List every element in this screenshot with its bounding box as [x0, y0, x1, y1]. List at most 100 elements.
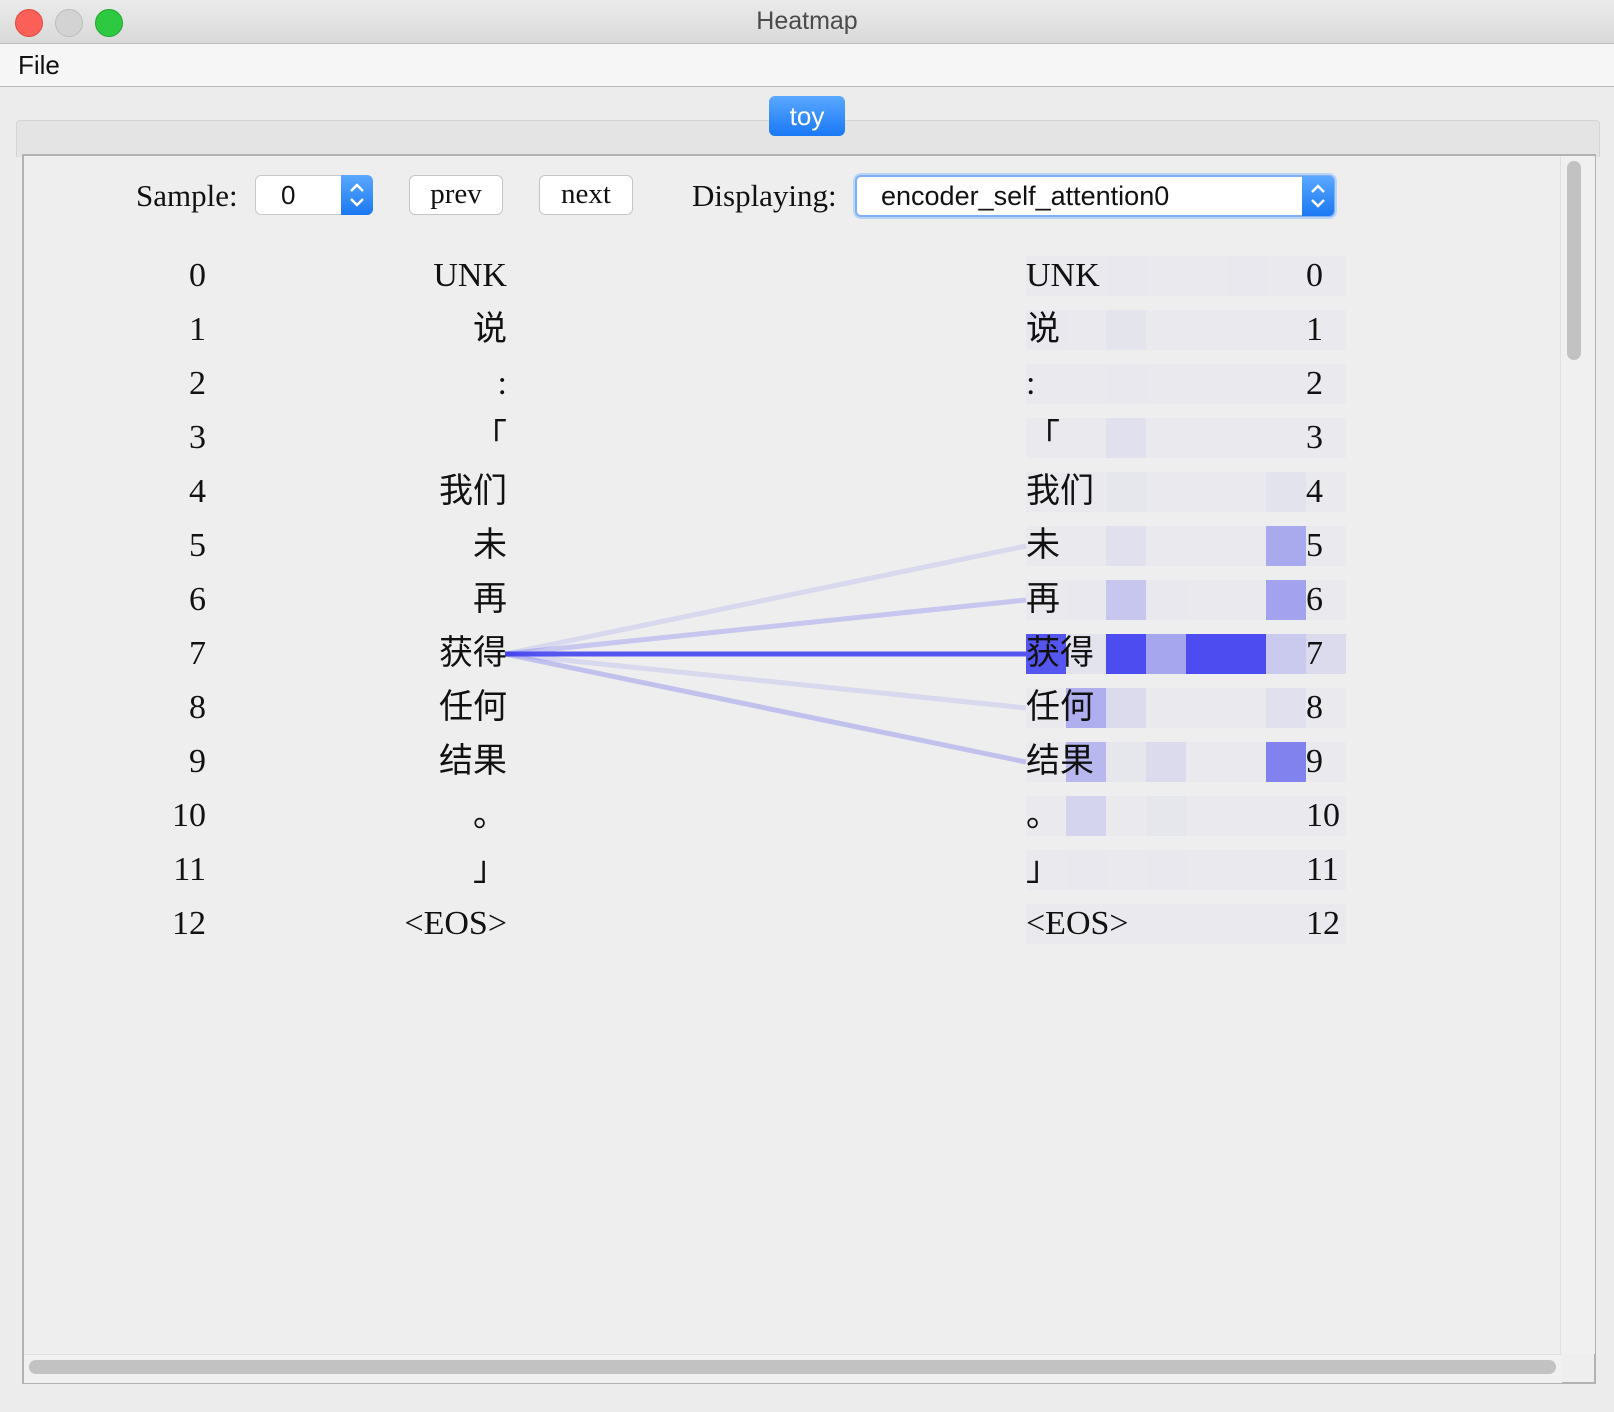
close-window-button[interactable]: [15, 9, 43, 37]
right-index: 8: [1306, 689, 1323, 726]
heatmap-cell: [1106, 688, 1146, 728]
attention-line: [504, 597, 1027, 657]
left-index: 11: [173, 851, 206, 888]
left-index: 9: [189, 743, 206, 780]
right-token: :: [1026, 365, 1036, 402]
heatmap-cell: [1106, 418, 1146, 458]
menu-bar: File: [0, 44, 1614, 87]
right-token: 结果: [1026, 743, 1094, 780]
right-index: 0: [1306, 257, 1323, 294]
select-arrows-icon[interactable]: [1302, 176, 1334, 216]
right-index: 7: [1306, 635, 1323, 672]
right-index: 3: [1306, 419, 1323, 456]
attention-line: [504, 651, 1027, 711]
title-bar: [0, 0, 1614, 44]
menu-file[interactable]: File: [18, 50, 60, 80]
left-index: 10: [172, 797, 206, 834]
horizontal-scroll-thumb[interactable]: [29, 1360, 1556, 1374]
sample-value: 0: [281, 180, 296, 210]
left-index: 3: [189, 419, 206, 456]
left-token: 获得: [439, 635, 507, 672]
heatmap-cell: [1106, 526, 1146, 566]
minimize-window-button[interactable]: [55, 9, 83, 37]
heatmap-cell: [1106, 580, 1146, 620]
content-panel: [22, 154, 1596, 1384]
left-token: 未: [473, 527, 507, 564]
displaying-select[interactable]: encoder_self_attention0: [855, 175, 1335, 217]
left-index: 0: [189, 257, 206, 294]
left-token: <EOS>: [404, 905, 507, 942]
left-token: 再: [473, 581, 507, 618]
right-index: 1: [1306, 311, 1323, 348]
next-button[interactable]: next: [539, 175, 633, 215]
heatmap-cell: [1146, 742, 1186, 782]
left-token: :: [497, 365, 507, 402]
heatmap-cell: [1186, 634, 1226, 674]
stepper-arrows-icon[interactable]: [341, 175, 373, 215]
right-index: 2: [1306, 365, 1323, 402]
sample-label: Sample:: [136, 178, 238, 213]
heatmap-cell: [1106, 742, 1146, 782]
right-index: 10: [1306, 797, 1340, 834]
left-token: 」: [473, 851, 507, 888]
heatmap-cell: [1106, 634, 1146, 674]
displaying-value: encoder_self_attention0: [881, 181, 1170, 211]
left-token: UNK: [433, 257, 507, 294]
right-index: 9: [1306, 743, 1323, 780]
prev-button[interactable]: prev: [409, 175, 503, 215]
right-token: 未: [1026, 527, 1060, 564]
right-token: 再: [1026, 581, 1060, 618]
heatmap-cell: [1266, 472, 1306, 512]
heatmap-cell: [1066, 742, 1106, 782]
heatmap-cell: [1106, 472, 1146, 512]
heatmap-cell: [1066, 688, 1106, 728]
right-index: 12: [1306, 905, 1340, 942]
left-index: 8: [189, 689, 206, 726]
left-token: 说: [473, 311, 507, 348]
left-index: 7: [189, 635, 206, 672]
sample-spinner[interactable]: 0: [255, 175, 373, 215]
heatmap-cell: [1266, 742, 1306, 782]
right-token: 」: [1026, 851, 1060, 888]
right-token: 。: [1026, 797, 1060, 834]
right-token: 获得: [1026, 635, 1094, 672]
left-index: 1: [189, 311, 206, 348]
right-index: 6: [1306, 581, 1323, 618]
left-index: 12: [172, 905, 206, 942]
window-title: Heatmap: [756, 7, 858, 35]
heatmap-cell: [1066, 634, 1106, 674]
tab-toy[interactable]: toy: [769, 96, 845, 136]
right-index: 11: [1306, 851, 1339, 888]
heatmap-cell: [1266, 580, 1306, 620]
right-token: <EOS>: [1026, 905, 1129, 942]
heatmap-cell: [1266, 526, 1306, 566]
heatmap-cell: [1266, 688, 1306, 728]
right-token: 说: [1026, 311, 1060, 348]
left-token: 。: [473, 797, 507, 834]
left-token: 任何: [439, 689, 507, 726]
left-index: 5: [189, 527, 206, 564]
heatmap-cell: [1146, 634, 1186, 674]
heatmap-cell: [1266, 634, 1306, 674]
vertical-scroll-thumb[interactable]: [1567, 161, 1581, 360]
left-token: 结果: [439, 743, 507, 780]
left-index: 2: [189, 365, 206, 402]
maximize-window-button[interactable]: [95, 9, 123, 37]
right-index: 4: [1306, 473, 1323, 510]
right-token: 我们: [1026, 473, 1094, 510]
heatmap-cell: [1026, 634, 1066, 674]
right-token: 「: [1026, 419, 1060, 456]
attention-line: [504, 651, 1027, 765]
heatmap-cell: [1146, 796, 1186, 836]
heatmap-cell: [1106, 310, 1146, 350]
right-token: UNK: [1026, 257, 1100, 294]
left-token: 我们: [439, 473, 507, 510]
left-index: 6: [189, 581, 206, 618]
right-index: 5: [1306, 527, 1323, 564]
heatmap-cell: [1226, 634, 1266, 674]
left-token: 「: [473, 419, 507, 456]
left-index: 4: [189, 473, 206, 510]
displaying-label: Displaying:: [692, 178, 837, 213]
right-token: 任何: [1026, 689, 1094, 726]
